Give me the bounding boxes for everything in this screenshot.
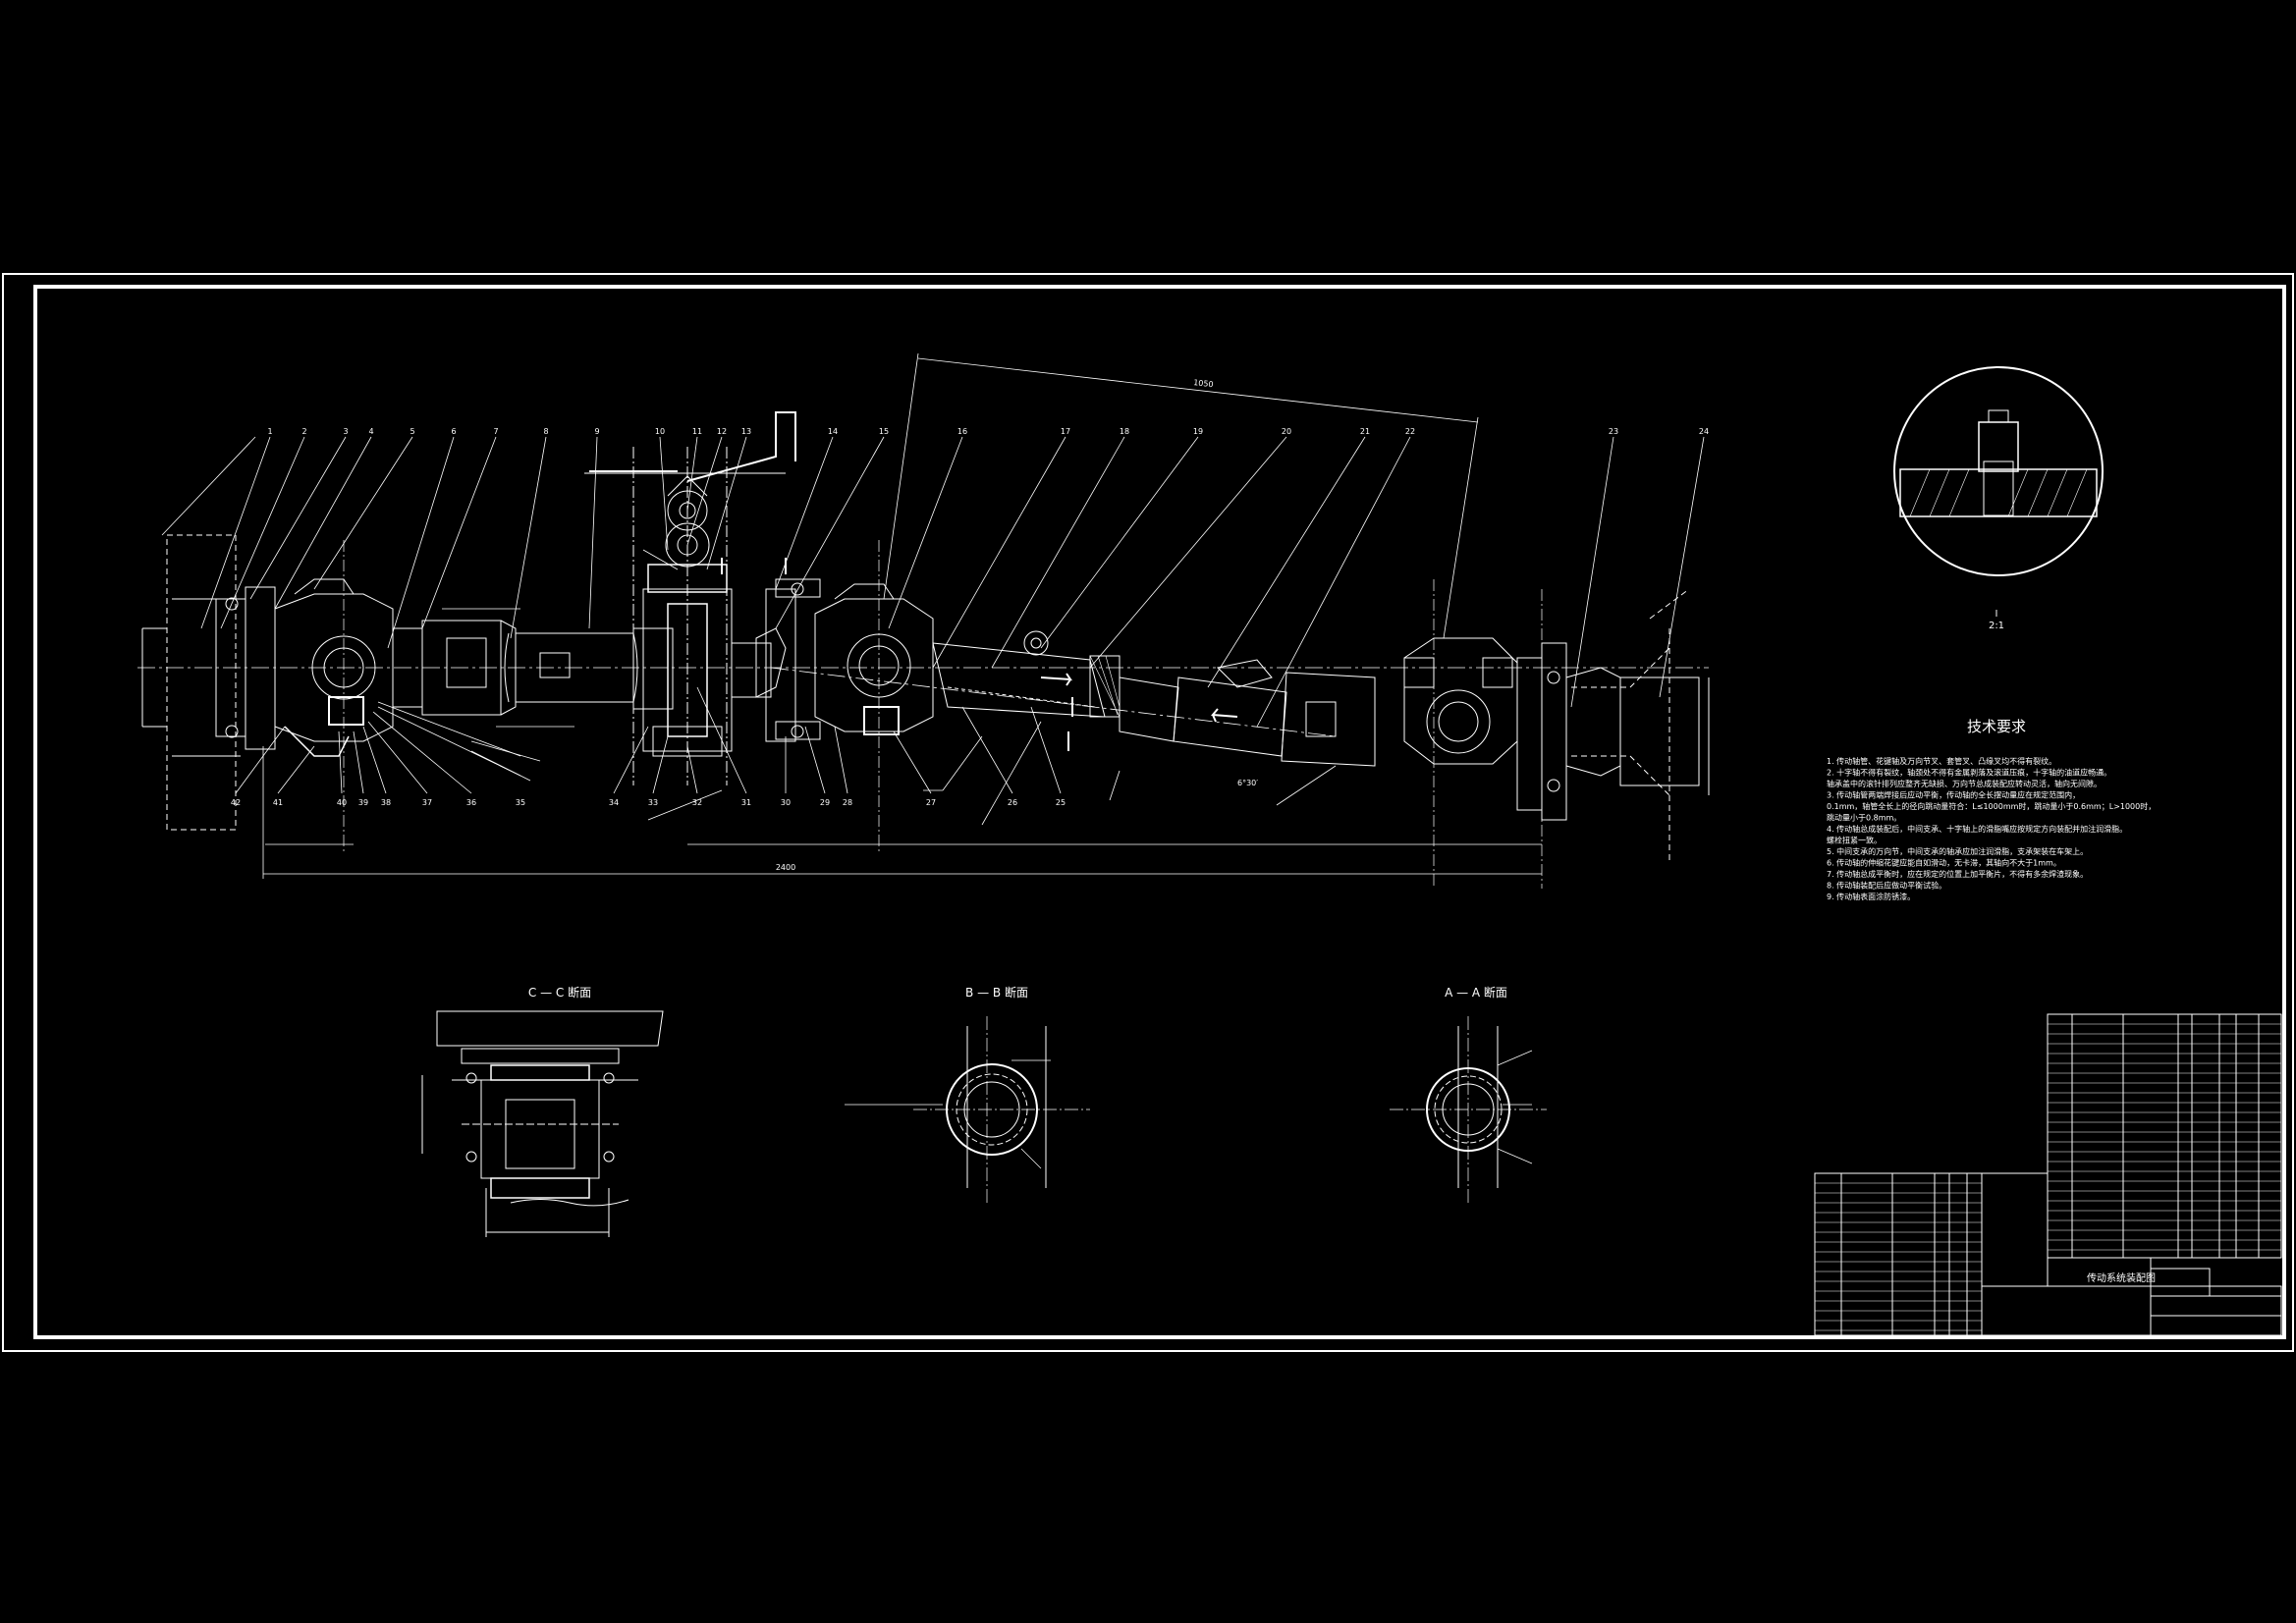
balloon-13: 13 [741,427,751,436]
balloon-18: 18 [1120,427,1129,436]
balloon-6: 6 [451,427,456,436]
tech-line-11: 8. 传动轴装配后应做动平衡试验。 [1827,881,1946,891]
tech-line-9: 6. 传动轴的伸缩花键应能自如滑动，无卡滞，其轴向不大于1mm。 [1827,858,2061,868]
balloon-34: 34 [609,798,619,807]
title-block-rows [1815,1023,2281,1331]
section-cc-title: C — C 断面 [528,985,591,1000]
balloon-24: 24 [1699,427,1709,436]
balloon-19: 19 [1193,427,1203,436]
balloon-11: 11 [692,427,702,436]
balloon-15: 15 [879,427,889,436]
balloon-7: 7 [493,427,498,436]
tech-line-10: 7. 传动轴总成平衡时，应在规定的位置上加平衡片，不得有多余焊渣现象。 [1827,869,2088,879]
dim-top-length: 1050 [1193,378,1214,389]
drawing-name: 传动系统装配图 [2087,1271,2156,1284]
balloon-31: 31 [741,798,751,807]
balloon-4: 4 [368,427,373,436]
tech-line-3: 3. 传动轴管两端焊接后应动平衡，传动轴的全长摆动量应在规定范围内， [1827,790,2080,800]
balloon-36: 36 [466,798,476,807]
balloon-27: 27 [926,798,936,807]
balloon-14: 14 [828,427,838,436]
tech-line-5: 跳动量小于0.8mm。 [1827,813,1901,823]
inner-frame [33,285,2286,1339]
balloon-38: 38 [381,798,391,807]
balloon-2: 2 [301,427,306,436]
dim-angle: 6°30′ [1237,779,1258,787]
balloon-30: 30 [781,798,791,807]
balloon-40: 40 [337,798,347,807]
tech-line-6: 4. 传动轴总成装配后，中间支承、十字轴上的滑脂嘴应按规定方向装配并加注润滑脂。 [1827,824,2127,834]
detail-scale: 2:1 [1989,621,2004,631]
section-markers [721,558,1073,751]
balloon-37: 37 [422,798,432,807]
dimensions [262,352,1542,879]
balloon-22: 22 [1405,427,1415,436]
balloon-35: 35 [516,798,525,807]
balloon-25: 25 [1056,798,1066,807]
balloon-8: 8 [543,427,548,436]
tech-line-4: 0.1mm，轴管全长上的径向跳动量符合：L≤1000mm时，跳动量小于0.6mm… [1827,801,2156,811]
balloon-16: 16 [957,427,967,436]
balloon-5: 5 [410,427,414,436]
balloon-39: 39 [358,798,368,807]
outer-frame [2,273,2294,1352]
tech-line-0: 1. 传动轴管、花键轴及万向节叉、套管叉、凸缘叉均不得有裂纹。 [1827,756,2056,766]
tech-requirements: 1. 传动轴管、花键轴及万向节叉、套管叉、凸缘叉均不得有裂纹。 2. 十字轴不得有… [1827,756,2156,901]
detail-label: I [1995,609,1998,620]
balloon-9: 9 [594,427,599,436]
section-aa-title: A — A 断面 [1445,985,1507,1000]
section-aa [1390,1016,1547,1203]
tech-line-2: 轴承盖中的滚针排列应整齐无缺损、万向节总成装配应转动灵活，轴向无间隙。 [1827,779,2102,788]
tech-line-1: 2. 十字轴不得有裂纹，轴颈处不得有金属剥落及滚道压痕，十字轴的油道应畅通。 [1827,768,2111,778]
balloon-23: 23 [1609,427,1618,436]
leader-lines-top [161,436,1705,728]
title-block [1814,1013,2282,1336]
tech-heading: 技术要求 [1967,718,2026,735]
section-cc [421,1010,664,1237]
balloon-1: 1 [267,427,272,436]
balloon-29: 29 [820,798,830,807]
tech-line-7: 螺栓扭紧一致。 [1827,836,1882,845]
balloon-28: 28 [843,798,852,807]
balloon-10: 10 [655,427,665,436]
balloon-3: 3 [343,427,348,436]
balloon-20: 20 [1282,427,1291,436]
dim-overall: 2400 [776,863,795,872]
detail-i [1893,366,2104,576]
balloon-17: 17 [1061,427,1070,436]
balloon-labels-bottom: 42 41 40 39 38 37 36 35 34 33 32 31 30 29 28 27 26 25 [231,798,1066,807]
balloon-42: 42 [231,798,241,807]
tech-line-8: 5. 中间支承的万向节，中间支承的轴承应加注润滑脂，支承架装在车架上。 [1827,846,2088,856]
balloon-41: 41 [273,798,283,807]
leader-lines-bottom [235,686,1062,794]
balloon-21: 21 [1360,427,1370,436]
balloon-12: 12 [717,427,727,436]
balloon-32: 32 [692,798,702,807]
balloon-33: 33 [648,798,658,807]
balloon-26: 26 [1008,798,1017,807]
section-bb-title: B — B 断面 [965,985,1028,1000]
main-assembly [137,411,1710,889]
section-bb [845,1016,1090,1203]
tech-line-12: 9. 传动轴表面涂防锈漆。 [1827,892,1915,901]
